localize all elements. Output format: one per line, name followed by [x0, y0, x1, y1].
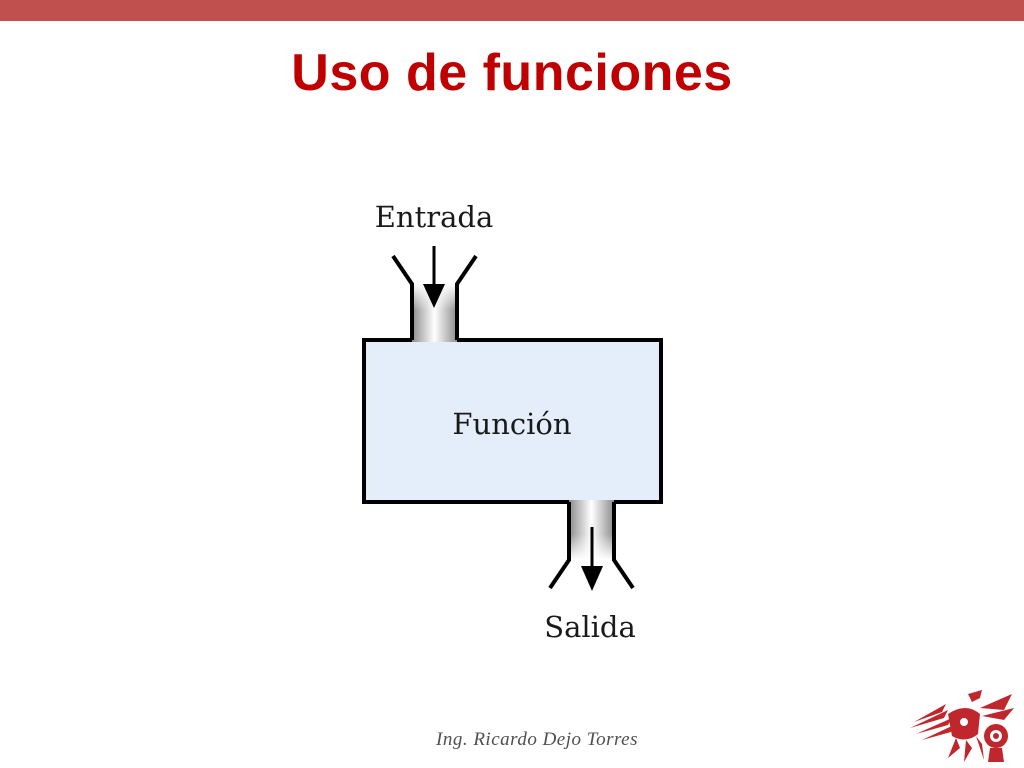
slide-title: Uso de funciones	[291, 44, 733, 102]
function-box-fill	[364, 340, 661, 502]
footer-author: Ing. Ricardo Dejo Torres	[436, 729, 638, 750]
output-label: Salida	[544, 610, 636, 644]
output-funnel	[548, 502, 635, 590]
output-arrow-icon	[581, 527, 603, 591]
function-box-outline	[362, 338, 663, 504]
input-arrow-icon	[423, 246, 445, 308]
bird-emblem-logo	[910, 690, 1014, 762]
input-funnel	[391, 254, 478, 340]
input-label: Entrada	[375, 200, 494, 234]
top-accent-bar	[0, 0, 1024, 21]
function-label: Función	[452, 407, 571, 441]
